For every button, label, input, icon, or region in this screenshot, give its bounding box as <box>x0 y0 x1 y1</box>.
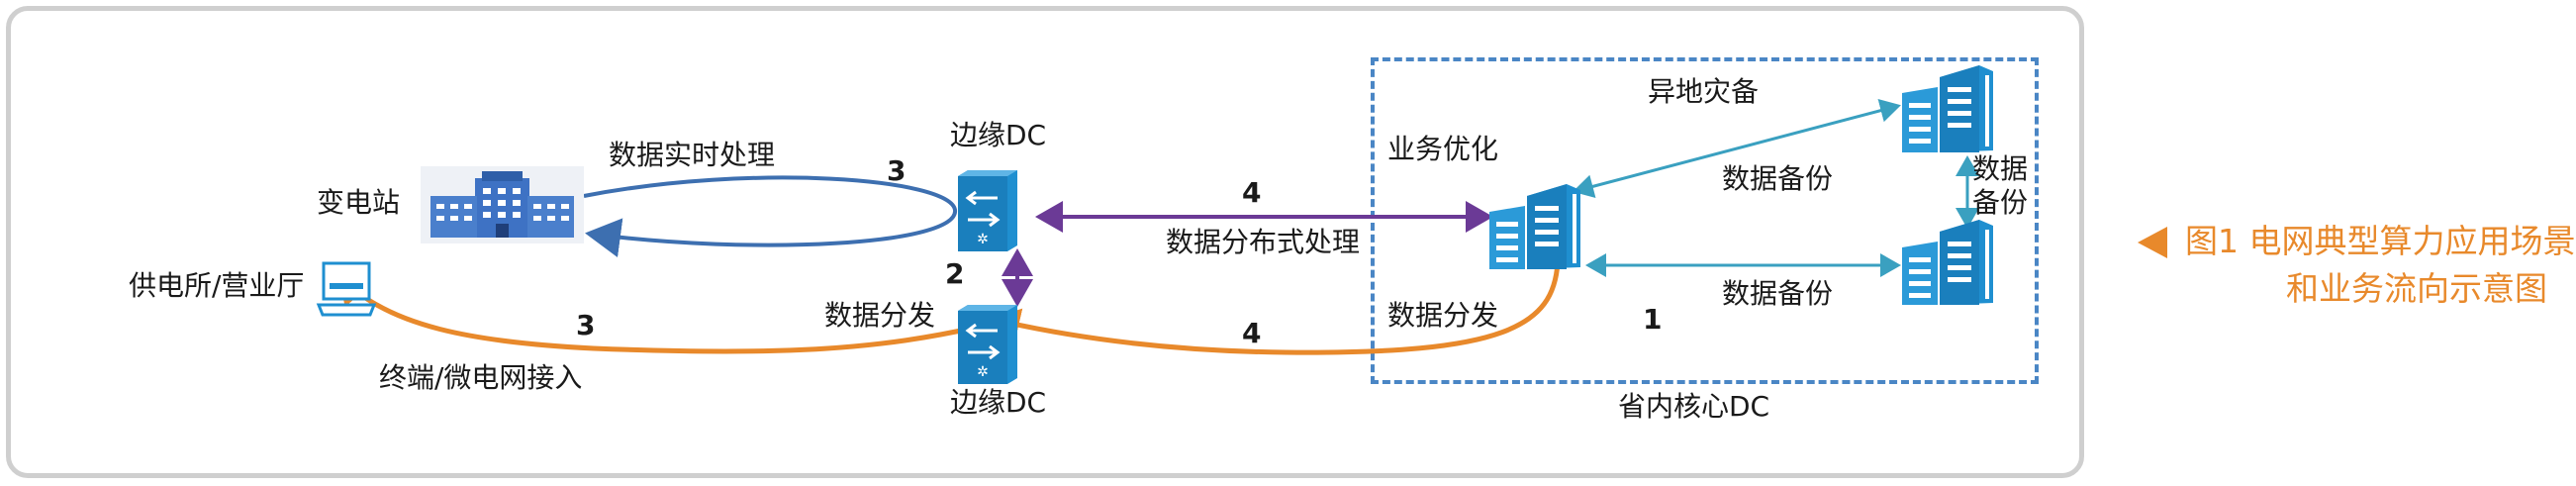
data-backup-lower-label: 数据备份 <box>1722 277 1834 310</box>
caption-line-1: 图1 电网典型算力应用场景 <box>2185 222 2576 260</box>
svg-text:✲: ✲ <box>977 364 989 380</box>
data-backup-vertical-label-1: 数据 <box>1972 152 2029 185</box>
edge-link-number: 2 <box>945 257 965 290</box>
data-backup-vertical-label-2: 备份 <box>1972 186 2029 219</box>
terminal-path-line <box>337 273 981 354</box>
substation-label: 变电站 <box>317 186 401 219</box>
distributed-processing-label: 数据分布式处理 <box>1166 226 1361 258</box>
data-distribution-right-label: 数据分发 <box>1387 299 1499 332</box>
realtime-processing-label: 数据实时处理 <box>609 139 776 171</box>
data-backup-upper-label: 数据备份 <box>1722 162 1834 195</box>
edge-switch-icon-bottom: ✲ <box>958 305 1017 384</box>
diagram-frame <box>6 6 2084 478</box>
provincial-core-dc-label: 省内核心DC <box>1618 390 1770 423</box>
backup-path-number: 1 <box>1643 303 1663 336</box>
realtime-loop-number: 3 <box>887 154 906 187</box>
distribution-path-line <box>990 261 1561 355</box>
backup-datacenter-icon-top <box>1902 65 1993 152</box>
distribution-path-number: 4 <box>1242 317 1262 349</box>
terminal-path-number: 3 <box>576 309 596 341</box>
edge-switch-icon-top: ✲ <box>958 170 1017 251</box>
caption-arrow-icon <box>2138 227 2167 258</box>
svg-text:✲: ✲ <box>977 232 989 247</box>
core-datacenter-icon <box>1489 184 1580 269</box>
edge-dc-bottom-label: 边缘DC <box>950 386 1047 419</box>
terminal-access-label: 终端/微电网接入 <box>379 361 583 394</box>
business-hall-label: 供电所/营业厅 <box>129 269 305 302</box>
data-distribution-left-label: 数据分发 <box>824 299 936 332</box>
remote-disaster-backup-label: 异地灾备 <box>1648 75 1760 108</box>
remote-backup-line <box>1573 98 1901 199</box>
edge-core-link-number: 4 <box>1242 176 1262 209</box>
caption-line-2: 和业务流向示意图 <box>2286 269 2547 308</box>
backup-datacenter-icon-bottom <box>1902 220 1993 305</box>
laptop-icon <box>316 261 377 317</box>
realtime-loop-line <box>583 175 957 258</box>
business-optimization-label: 业务优化 <box>1387 133 1499 165</box>
edge-dc-top-label: 边缘DC <box>950 119 1047 151</box>
substation-building-icon <box>421 166 584 243</box>
